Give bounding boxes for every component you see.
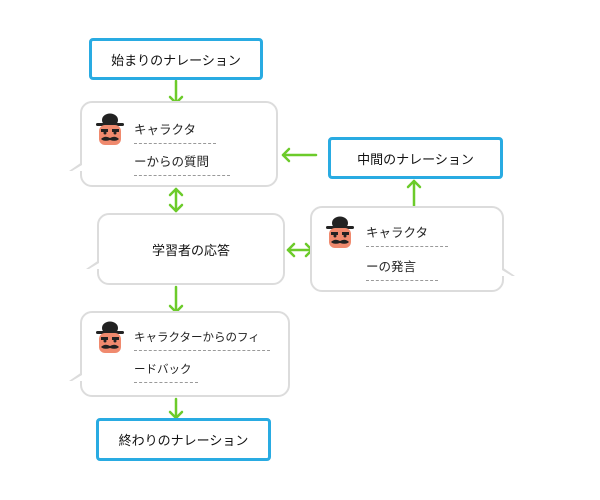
learner-answer-bubble: 学習者の応答 — [86, 213, 285, 285]
character-face-icon — [96, 321, 124, 353]
arrow-opening-to-question — [168, 79, 184, 105]
bubble-tail — [69, 372, 82, 381]
character-remark-bubble: キャラクタ ーの発言 — [310, 206, 515, 292]
arrow-answer-remark-double — [286, 242, 314, 258]
opening-narration-box: 始まりのナレーション — [89, 38, 263, 80]
character-face-icon — [96, 113, 124, 145]
arrow-feedback-to-closing — [168, 397, 184, 420]
remark-line-2: ーの発言 — [366, 256, 438, 281]
question-line-1: キャラクタ — [134, 119, 216, 144]
arrow-answer-to-feedback — [168, 285, 184, 314]
opening-narration-label: 始まりのナレーション — [111, 53, 241, 69]
feedback-line-2: ードバック — [134, 361, 198, 383]
character-feedback-bubble: キャラクターからのフィ ードバック — [69, 311, 290, 397]
remark-line-1: キャラクタ — [366, 222, 448, 247]
learner-answer-label: 学習者の応答 — [151, 243, 230, 259]
bubble-tail — [69, 162, 82, 171]
mid-narration-label: 中間のナレーション — [357, 152, 474, 168]
arrow-remark-to-mid — [406, 179, 422, 208]
mid-narration-box: 中間のナレーション — [328, 137, 503, 179]
arrow-mid-to-question — [281, 147, 318, 163]
closing-narration-label: 終わりのナレーション — [118, 434, 249, 449]
question-line-2: ーからの質問 — [134, 151, 230, 176]
arrow-question-answer-double — [168, 187, 184, 213]
bubble-tail — [86, 260, 99, 269]
feedback-line-1: キャラクターからのフィ — [134, 329, 270, 351]
bubble-tail — [502, 267, 515, 276]
character-face-icon — [326, 216, 354, 248]
closing-narration-box: 終わりのナレーション — [96, 418, 271, 461]
character-question-bubble: キャラクタ ーからの質問 — [69, 101, 278, 187]
